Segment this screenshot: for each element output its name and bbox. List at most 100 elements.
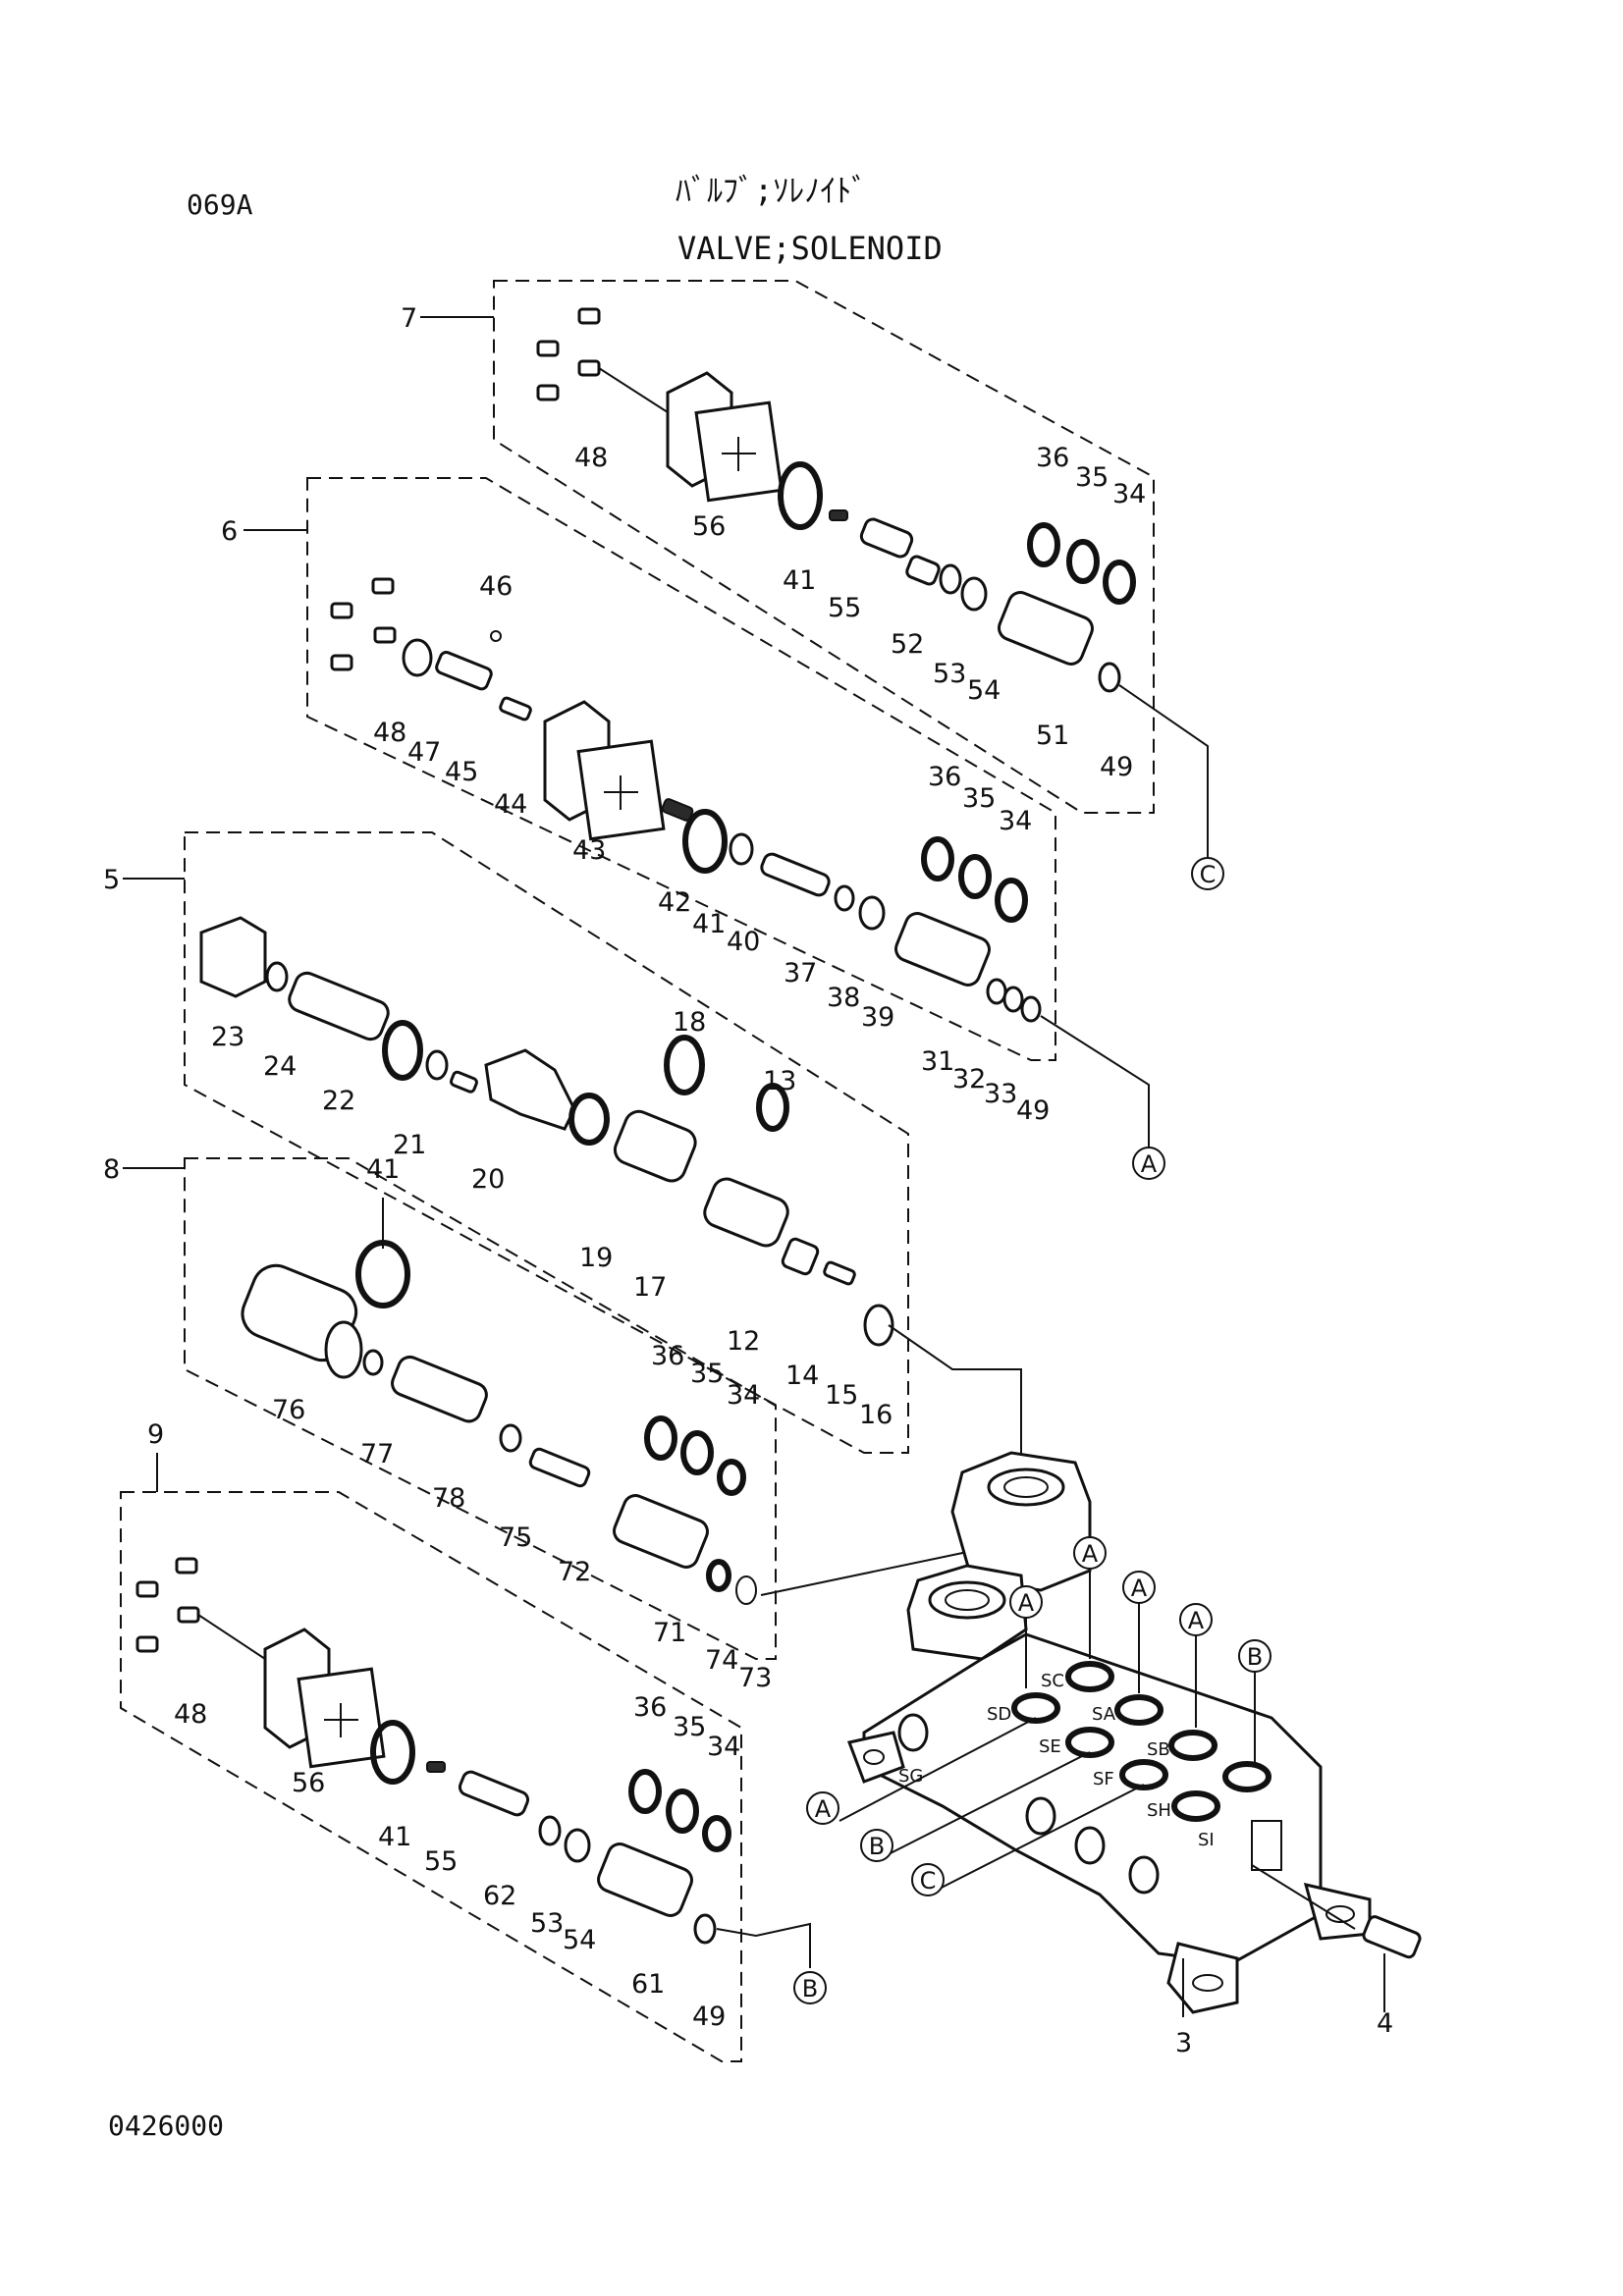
part-number: 3 (1175, 2028, 1192, 2058)
o-ring (717, 1459, 746, 1496)
callout-b (860, 1829, 893, 1862)
port-seat (1114, 1694, 1163, 1726)
port-marking: SA (1092, 1704, 1116, 1725)
spool (859, 517, 914, 559)
port-marking: SC (1041, 1671, 1064, 1691)
part-number: 34 (1112, 479, 1146, 509)
port-marking: SG (898, 1766, 923, 1787)
part-number: 77 (360, 1439, 394, 1469)
callout-a (1122, 1571, 1156, 1604)
part-number: 34 (727, 1380, 760, 1411)
part-number: 74 (705, 1645, 738, 1676)
part-number: 22 (322, 1086, 355, 1116)
washer (425, 1049, 449, 1081)
port-marking: SI (1198, 1830, 1215, 1850)
spool (760, 852, 831, 897)
assembly-label: 7 (401, 303, 417, 334)
part-number: 36 (651, 1341, 684, 1371)
spring (391, 1355, 488, 1423)
part-number: 34 (999, 806, 1032, 836)
o-ring (1066, 539, 1100, 584)
svg-text:A: A (815, 1795, 832, 1823)
spring (858, 895, 886, 931)
part-number: 41 (366, 1154, 400, 1185)
part-number: 76 (272, 1395, 305, 1425)
part-number: 18 (673, 1007, 706, 1038)
part-number: 53 (530, 1908, 564, 1939)
sleeve (998, 591, 1094, 666)
part-number: 39 (861, 1002, 894, 1033)
svg-text:B: B (869, 1833, 885, 1860)
o-ring (958, 854, 992, 899)
spool (458, 1770, 530, 1817)
o-ring (1027, 522, 1060, 567)
part-number: 45 (445, 757, 478, 787)
washer (499, 1423, 522, 1453)
callout-c (911, 1863, 945, 1896)
washer (362, 1349, 384, 1376)
port-marking: SH (1147, 1800, 1171, 1821)
title-japanese: ﾊﾞﾙﾌﾞ;ｿﾚﾉｲﾄﾞ (676, 172, 867, 209)
part-number: 13 (763, 1066, 796, 1096)
assembly-6-boundary (306, 477, 1056, 1061)
part-number: 42 (658, 887, 691, 918)
port-marking: SE (1039, 1736, 1061, 1757)
o-ring (382, 1020, 423, 1081)
port-marking: SF (1093, 1769, 1114, 1789)
sleeve (613, 1494, 709, 1569)
svg-text:A: A (1141, 1150, 1158, 1178)
ball (490, 630, 502, 642)
part-number: 71 (653, 1618, 686, 1648)
svg-text:A: A (1018, 1589, 1035, 1617)
o-ring (1103, 560, 1136, 605)
washer (538, 1815, 562, 1846)
part-number: 52 (891, 629, 924, 660)
o-ring (355, 1240, 410, 1308)
o-ring (664, 1035, 705, 1095)
backup-ring (1098, 662, 1121, 693)
port-seat (1119, 1759, 1168, 1790)
part-number: 48 (174, 1699, 207, 1730)
o-ring (702, 1815, 731, 1852)
o-ring (644, 1415, 677, 1461)
svg-text:C: C (1200, 861, 1217, 888)
part-number: 31 (921, 1046, 954, 1077)
washer (939, 563, 962, 595)
port-seat (1171, 1790, 1220, 1822)
part-number: 33 (984, 1079, 1017, 1109)
solenoid-coil (666, 371, 784, 503)
part-number: 78 (432, 1483, 465, 1514)
svg-text:B: B (802, 1975, 818, 2002)
part-number: 55 (424, 1846, 458, 1877)
screw-set (330, 577, 397, 671)
washer (729, 832, 754, 866)
part-number: 35 (962, 783, 996, 814)
part-number: 36 (928, 762, 961, 792)
part-number: 43 (572, 835, 606, 866)
o-ring (666, 1789, 699, 1834)
assembly-8-boundary (184, 1157, 777, 1660)
part-number: 47 (407, 737, 441, 768)
spring (564, 1828, 591, 1863)
assembly-9-boundary (120, 1491, 742, 2062)
part-number: 61 (631, 1969, 665, 2000)
screw-set (135, 1557, 266, 1660)
page-code: 069A (187, 188, 253, 221)
assembly-5-boundary (184, 831, 909, 1454)
nameplate (1251, 1820, 1282, 1871)
solenoid-coil (543, 700, 666, 841)
part-number: 15 (825, 1380, 858, 1411)
part-number: 51 (1036, 721, 1069, 751)
assembly-label: 9 (147, 1419, 164, 1450)
svg-text:A: A (1188, 1607, 1205, 1634)
part-number: 14 (785, 1361, 819, 1391)
spring (960, 576, 988, 612)
part-number: 41 (378, 1822, 411, 1852)
part-number: 21 (393, 1130, 426, 1160)
assembly-7: 7 C 48 56 41 55 (401, 280, 1224, 890)
part-number: 54 (563, 1925, 596, 1955)
o-ring (680, 1430, 714, 1475)
port-seat (1011, 1692, 1060, 1724)
assembly-label: 5 (103, 865, 120, 895)
part-number: 53 (933, 659, 966, 689)
